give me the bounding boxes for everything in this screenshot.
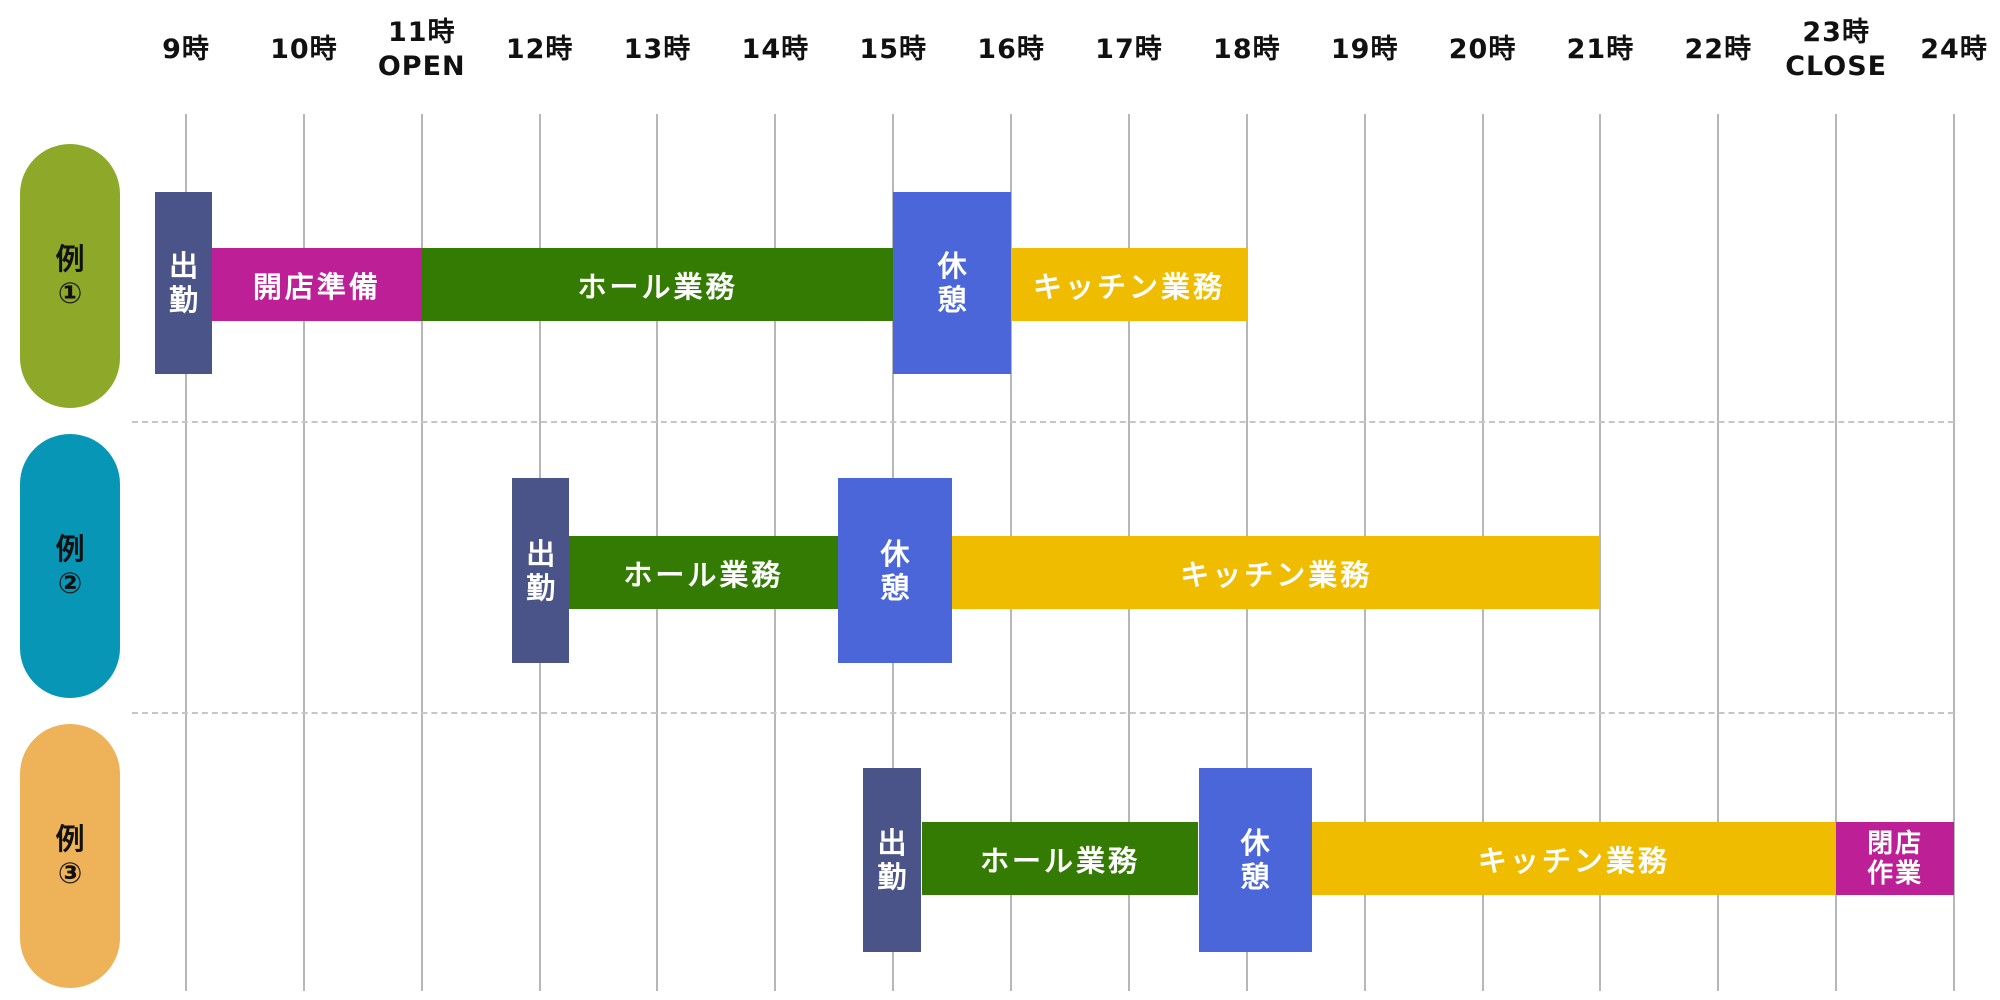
row-separator (132, 712, 1954, 714)
row-separator (132, 421, 1954, 423)
gridline-24 (1953, 114, 1956, 991)
hour-label: 12時 (470, 0, 610, 100)
segment-label: 憩 (937, 283, 967, 317)
segment-label: 勤 (169, 283, 199, 317)
segment-label: 憩 (1240, 860, 1270, 894)
hour-text: 20時 (1448, 34, 1517, 65)
segment-label: 勤 (526, 570, 556, 605)
hour-text: 24時 (1920, 34, 1988, 65)
segment-label: キッチン業務 (1477, 843, 1670, 878)
shift-segment-hall: ホール業務 (921, 822, 1199, 895)
shift-segment-break: 休憩 (893, 192, 1012, 374)
shift-segment-closing: 閉店作業 (1836, 822, 1955, 895)
example-label-number: ② (57, 566, 83, 600)
segment-label: ホール業務 (577, 269, 738, 304)
example-label-text: 例 (55, 822, 85, 856)
gridline-22 (1717, 114, 1720, 991)
segment-label: 閉店 (1867, 828, 1924, 859)
shift-segment-opening-prep: 開店準備 (211, 248, 422, 321)
gridline-9 (185, 114, 187, 991)
hour-text: 23時 (1802, 17, 1870, 48)
shift-segment-kitchen: キッチン業務 (1011, 248, 1247, 321)
gridline-11 (420, 114, 423, 991)
hour-text: 19時 (1330, 34, 1399, 65)
gridline-23 (1835, 114, 1838, 991)
segment-label: 勤 (877, 860, 907, 894)
hour-text: 16時 (977, 34, 1045, 65)
hour-label: 14時 (705, 0, 845, 100)
hour-text: 15時 (859, 34, 927, 65)
hour-text: 18時 (1213, 34, 1281, 65)
hour-label: 24時 (1884, 0, 2000, 100)
shift-segment-kitchen: キッチン業務 (1311, 822, 1837, 895)
segment-label: 休 (1240, 826, 1270, 860)
hour-annotation: CLOSE (1785, 51, 1888, 82)
segment-label: 休 (937, 249, 967, 283)
hour-label: 15時 (823, 0, 963, 100)
shift-segment-hall: ホール業務 (421, 248, 894, 321)
hour-label: 9時 (116, 0, 256, 100)
gridline-10 (302, 114, 305, 991)
hour-label: 21時 (1530, 0, 1670, 100)
hour-label: 16時 (941, 0, 1081, 100)
gridline-21 (1599, 114, 1602, 991)
hour-label: 22時 (1648, 0, 1788, 100)
shift-segment-hall: ホール業務 (569, 536, 838, 609)
hour-annotation: OPEN (377, 51, 466, 82)
hour-text: 14時 (741, 34, 810, 65)
example-label-text: 例 (55, 242, 85, 276)
hour-label: 17時 (1059, 0, 1199, 100)
hour-text: 9時 (162, 34, 210, 65)
segment-label: 出 (526, 536, 556, 571)
segment-label: 休 (880, 536, 910, 571)
shift-segment-clock-in: 出勤 (862, 768, 922, 952)
example-label-number: ① (57, 276, 83, 310)
hour-label: 19時 (1295, 0, 1435, 100)
segment-label: キッチン業務 (1032, 269, 1225, 304)
shift-segment-kitchen: キッチン業務 (952, 536, 1601, 609)
hour-label: 10時 (234, 0, 374, 100)
example-label-text: 例 (55, 532, 85, 566)
example-label-number: ③ (57, 856, 83, 890)
hour-text: 13時 (623, 34, 692, 65)
segment-label: 開店準備 (252, 269, 381, 304)
segment-label: ホール業務 (623, 557, 784, 592)
segment-label: ホール業務 (979, 843, 1140, 878)
hour-text: 17時 (1095, 34, 1163, 65)
shift-segment-clock-in: 出勤 (512, 478, 570, 663)
shift-segment-break: 休憩 (837, 478, 953, 663)
hour-text: 22時 (1684, 34, 1753, 65)
hour-text: 11時 (387, 17, 456, 48)
shift-segment-break: 休憩 (1198, 768, 1312, 952)
hour-text: 21時 (1566, 34, 1635, 65)
hour-label: 20時 (1413, 0, 1553, 100)
segment-label: 出 (877, 826, 907, 860)
segment-label: 作業 (1867, 858, 1924, 889)
segment-label: キッチン業務 (1180, 557, 1373, 592)
hour-label: 13時 (587, 0, 727, 100)
hour-label: 18時 (1177, 0, 1317, 100)
hour-text: 10時 (270, 34, 338, 65)
segment-label: 出 (169, 249, 199, 283)
hour-text: 12時 (505, 34, 574, 65)
segment-label: 憩 (880, 570, 910, 605)
shift-segment-clock-in: 出勤 (155, 192, 212, 374)
